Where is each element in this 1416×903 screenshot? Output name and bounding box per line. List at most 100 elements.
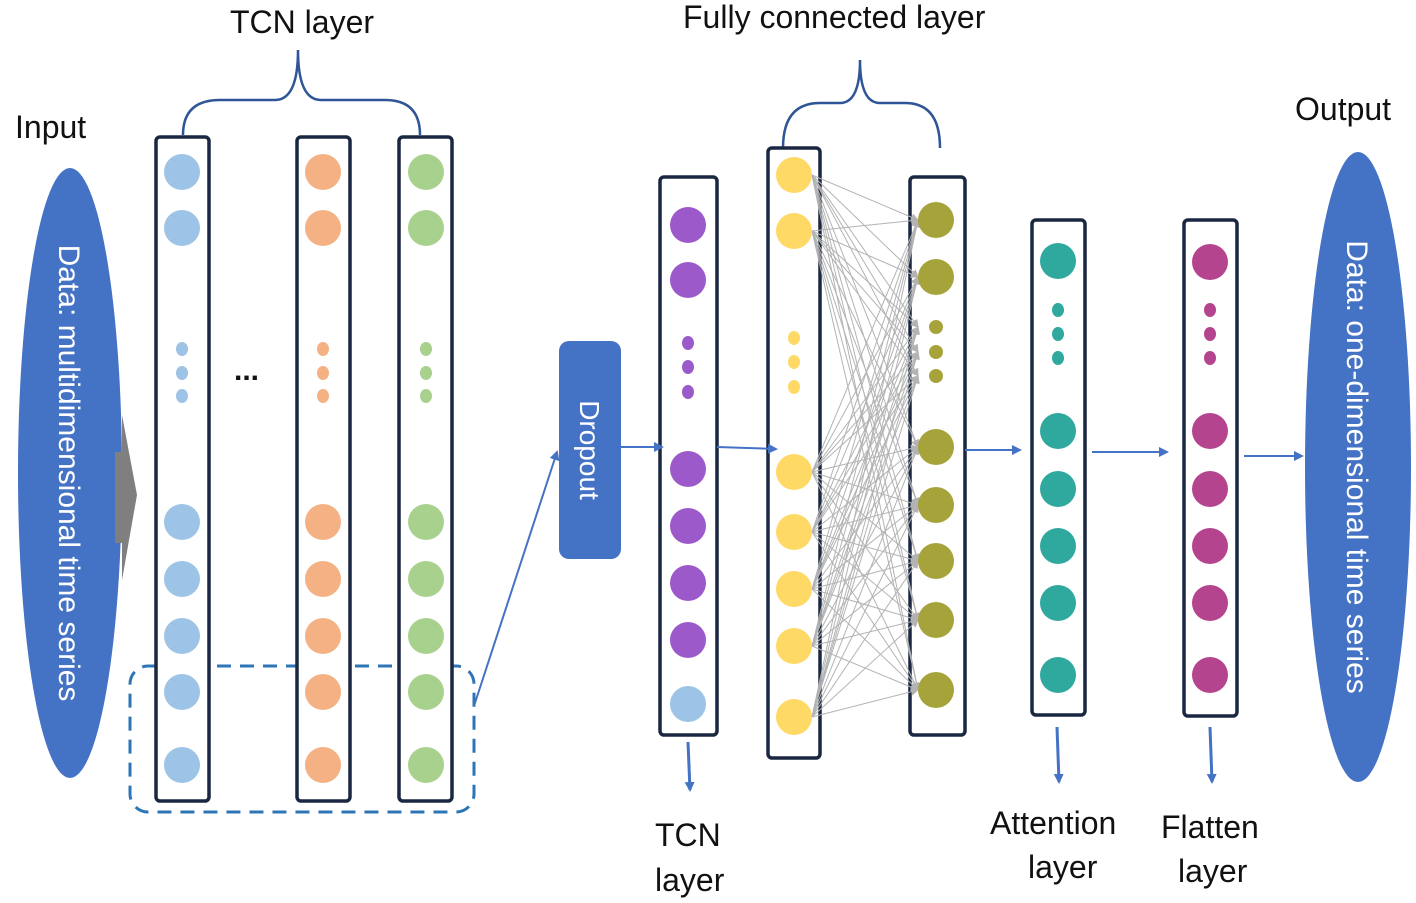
fc-connection-line bbox=[811, 230, 919, 353]
fc-output-node bbox=[918, 602, 954, 638]
fc-connection-line bbox=[811, 276, 921, 718]
fc-input-node bbox=[776, 514, 812, 550]
input-data-ellipse bbox=[18, 168, 122, 778]
fc-connection-line bbox=[811, 326, 921, 718]
tcn-output-node bbox=[670, 508, 706, 544]
fc-output-node bbox=[918, 543, 954, 579]
fc-connections bbox=[811, 174, 921, 718]
attention-ellipsis-dot bbox=[1052, 303, 1064, 317]
tcn3-ellipsis-dot bbox=[420, 389, 432, 403]
flatten-ellipsis-dot bbox=[1204, 303, 1216, 317]
tcn2-node bbox=[305, 618, 341, 654]
output-label: Output bbox=[1295, 91, 1391, 127]
fc-connection-line bbox=[811, 351, 919, 533]
fc-output-node bbox=[918, 259, 954, 295]
tcn-output-node bbox=[670, 451, 706, 487]
input-data-text: Data: multidimensional time series bbox=[52, 245, 85, 702]
fc-connection-line bbox=[811, 619, 919, 718]
flatten-node bbox=[1192, 528, 1228, 564]
fc-connection-line bbox=[811, 230, 919, 278]
fc-connection-line bbox=[811, 375, 920, 718]
fc-input-ellipsis-dot bbox=[788, 355, 800, 369]
flatten-node bbox=[1192, 471, 1228, 507]
flatten-ellipsis-dot bbox=[1204, 351, 1216, 365]
tcn3-node bbox=[408, 674, 444, 710]
fc-input-ellipsis-dot bbox=[788, 380, 800, 394]
fc-connection-line bbox=[811, 174, 919, 353]
fc-connection-line bbox=[811, 375, 920, 647]
attention-node bbox=[1040, 528, 1076, 564]
fc-connection-line bbox=[811, 276, 920, 647]
fc-connection-line bbox=[811, 230, 920, 562]
flatten-column bbox=[1182, 218, 1239, 718]
attention-column bbox=[1030, 218, 1087, 717]
fc-input-ellipsis-dot bbox=[788, 331, 800, 345]
tcn1-node bbox=[164, 154, 200, 190]
fc-output-ellipsis-dot bbox=[929, 345, 943, 359]
tcn1-node bbox=[164, 747, 200, 783]
fc-connection-line bbox=[811, 174, 919, 221]
flatten-ellipsis-dot bbox=[1204, 327, 1216, 341]
tcn2-node bbox=[305, 504, 341, 540]
fc-output-node bbox=[918, 202, 954, 238]
fc-connection-line bbox=[811, 219, 921, 718]
tcn-output-node bbox=[670, 565, 706, 601]
attention-ellipsis-dot bbox=[1052, 351, 1064, 365]
fc-connection-line bbox=[811, 446, 920, 718]
tcn-channel-ellipsis: ... bbox=[234, 354, 259, 387]
tcn3-node bbox=[408, 561, 444, 597]
fc-output-node bbox=[918, 487, 954, 523]
fc-connection-line bbox=[811, 326, 920, 590]
fc-connection-line bbox=[811, 351, 919, 473]
fc-connection-line bbox=[811, 687, 919, 718]
tcn-output-node bbox=[670, 207, 706, 243]
tcn2-ellipsis-dot bbox=[317, 389, 329, 403]
fc-connection-line bbox=[811, 471, 919, 507]
tcn-layer-bottom-label-line2: layer bbox=[655, 862, 725, 898]
arrow-tcn-to-fc bbox=[716, 443, 778, 454]
fc-connection-line bbox=[811, 326, 919, 533]
input-label: Input bbox=[15, 109, 86, 145]
fc-output-ellipsis-dot bbox=[929, 320, 943, 334]
dropout-text: Dropout bbox=[574, 400, 605, 500]
tcn2-ellipsis-dot bbox=[317, 342, 329, 356]
attention-node bbox=[1040, 413, 1076, 449]
dashed-selection-box bbox=[128, 664, 476, 814]
fc-connection-line bbox=[811, 216, 919, 232]
fc-connection-line bbox=[811, 446, 919, 533]
fc-output-node bbox=[918, 429, 954, 465]
tcn1-node bbox=[164, 561, 200, 597]
fc-connection-line bbox=[811, 219, 919, 473]
tcn-output-ellipsis-dot bbox=[682, 385, 694, 399]
arrow-tcn-down bbox=[684, 741, 695, 792]
fc-input-node bbox=[776, 699, 812, 735]
tcn3-node bbox=[408, 504, 444, 540]
tcn3-node bbox=[408, 154, 444, 190]
tcn3-node bbox=[408, 618, 444, 654]
tcn-output-node bbox=[670, 262, 706, 298]
fully-connected-layer-label: Fully connected layer bbox=[683, 0, 986, 35]
tcn3-ellipsis-dot bbox=[420, 366, 432, 380]
attention-node bbox=[1040, 585, 1076, 621]
fully-connected-brace bbox=[781, 59, 942, 149]
tcn2-node bbox=[305, 154, 341, 190]
output-data-ellipse bbox=[1305, 152, 1411, 782]
fc-connection-line bbox=[811, 504, 919, 718]
arrow-attention-down bbox=[1053, 726, 1064, 784]
fc-input-node bbox=[776, 157, 812, 193]
flatten-layer-label-line2: layer bbox=[1178, 853, 1248, 889]
attention-node bbox=[1040, 657, 1076, 693]
tcn3-node bbox=[408, 747, 444, 783]
tcn1-node bbox=[164, 618, 200, 654]
tcn-output-node bbox=[670, 622, 706, 658]
tcn-layer-brace bbox=[181, 49, 422, 136]
fc-output-node bbox=[918, 672, 954, 708]
fc-connection-line bbox=[811, 174, 919, 377]
fc-connection-line bbox=[811, 230, 921, 621]
tcn1-node bbox=[164, 504, 200, 540]
flatten-node bbox=[1192, 585, 1228, 621]
diagram-nodes bbox=[164, 154, 1228, 783]
fc-input-node bbox=[776, 628, 812, 664]
fc-connection-line bbox=[811, 504, 919, 647]
